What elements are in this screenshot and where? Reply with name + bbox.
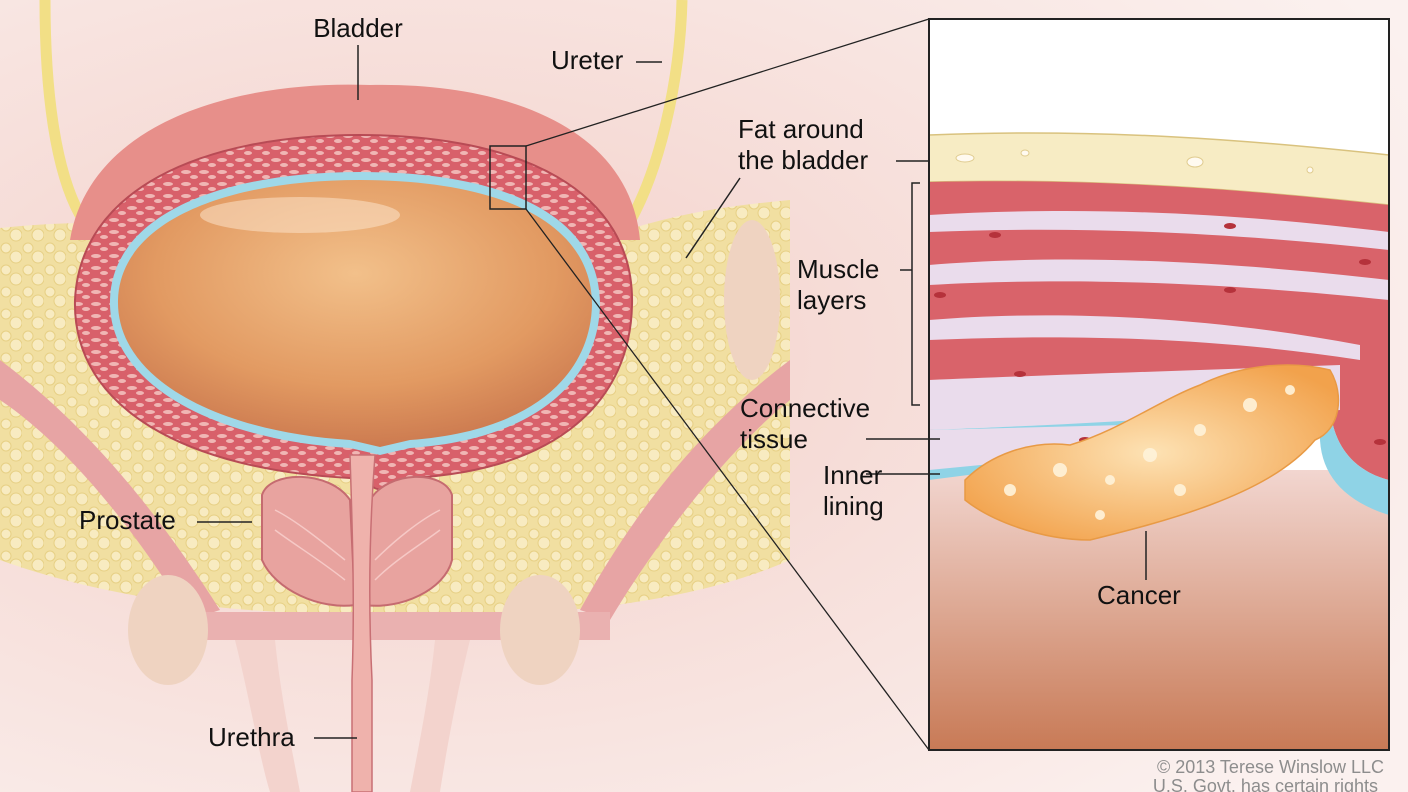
label-muscle-layers: Muscle layers xyxy=(797,254,880,315)
copyright-line-2: U.S. Govt. has certain rights xyxy=(1152,776,1378,792)
label-cancer: Cancer xyxy=(1097,580,1181,610)
label-bladder: Bladder xyxy=(313,13,403,43)
label-inner-lining: Inner lining xyxy=(823,460,884,521)
copyright-line-1: © 2013 Terese Winslow LLC xyxy=(1156,757,1384,777)
label-fat-around-bladder: Fat around the bladder xyxy=(738,114,869,175)
label-urethra: Urethra xyxy=(208,722,295,752)
label-connective-tissue: Connective tissue xyxy=(740,393,871,454)
label-prostate: Prostate xyxy=(79,505,176,535)
label-ureter: Ureter xyxy=(551,45,624,75)
